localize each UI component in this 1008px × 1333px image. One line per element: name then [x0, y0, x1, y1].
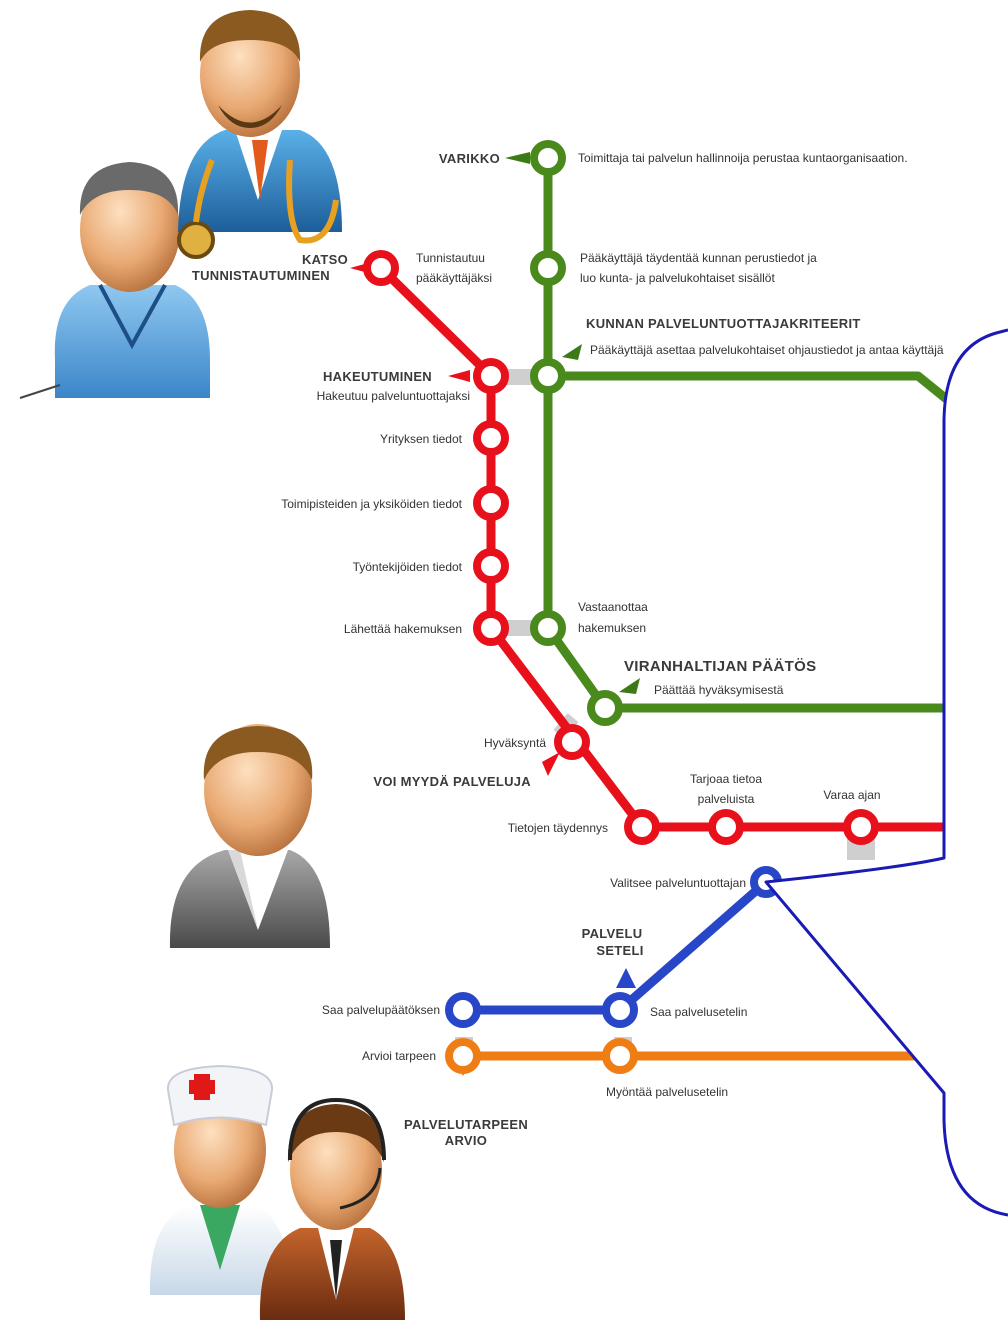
label-saa-seteli: Saa palvelusetelin — [650, 1005, 747, 1019]
label-kriteerit: KUNNAN PALVELUNTUOTTAJAKRITEERIT — [586, 316, 861, 331]
label-katso-2: TUNNISTAUTUMINEN — [192, 268, 330, 283]
station-perustiedot — [530, 250, 566, 286]
label-tarjoaa-1: Tarjoaa tietoa — [690, 772, 762, 786]
label-taydennys: Tietojen täydennys — [508, 821, 608, 835]
label-paatos: VIRANHALTIJAN PÄÄTÖS — [624, 658, 816, 675]
station-saa-seteli — [602, 992, 638, 1028]
label-vastaanottaa-1: Vastaanottaa — [578, 600, 648, 614]
label-myontaa: Myöntää palvelusetelin — [606, 1085, 728, 1099]
label-yritys: Yrityksen tiedot — [380, 432, 463, 446]
label-perustiedot-1: Pääkäyttäjä täydentää kunnan perustiedot… — [580, 251, 817, 265]
label-tarjoaa-2: palveluista — [698, 792, 755, 806]
station-tyontekijat — [473, 548, 509, 584]
station-hyvaksynta — [554, 724, 590, 760]
label-voi-myyda: VOI MYYDÄ PALVELUJA — [373, 774, 531, 789]
station-tunnistautuu — [363, 250, 399, 286]
label-varikko: VARIKKO — [439, 151, 500, 166]
headset-person-icon — [259, 1097, 405, 1320]
label-arvio-2: ARVIO — [445, 1133, 487, 1148]
label-valitsee: Valitsee palveluntuottajan — [610, 876, 746, 890]
station-arvioi — [445, 1038, 481, 1074]
station-varaa — [843, 809, 879, 845]
callout-bubble — [764, 328, 1008, 1217]
nurse-icon — [149, 1064, 290, 1295]
label-varikko-desc: Toimittaja tai palvelun hallinnoija peru… — [578, 151, 908, 165]
station-tarjoaa — [708, 809, 744, 845]
label-tunnistautuu-2: pääkäyttäjäksi — [416, 271, 492, 285]
station-toimipisteet — [473, 485, 509, 521]
label-saa-paatos: Saa palvelupäätöksen — [322, 1003, 440, 1017]
label-tyontekijat: Työntekijöiden tiedot — [353, 560, 463, 574]
station-myontaa — [602, 1038, 638, 1074]
label-vastaanottaa-2: hakemuksen — [578, 621, 646, 635]
station-paatos — [587, 690, 623, 726]
station-lahettaa — [473, 610, 509, 646]
doctor-icon — [177, 10, 342, 259]
label-katso-1: KATSO — [302, 252, 348, 267]
label-hakeutuminen-desc: Hakeutuu palveluntuottajaksi — [317, 389, 470, 403]
person-icon — [169, 724, 330, 948]
station-kriteerit — [530, 358, 566, 394]
person-lanyard-icon — [19, 162, 210, 399]
label-toimipisteet: Toimipisteiden ja yksiköiden tiedot — [281, 497, 462, 511]
label-hakeutuminen: HAKEUTUMINEN — [323, 369, 432, 384]
station-taydennys — [624, 809, 660, 845]
label-tunnistautuu-1: Tunnistautuu — [416, 251, 485, 265]
label-hyvaksynta: Hyväksyntä — [484, 736, 546, 750]
station-saa-paatos — [445, 992, 481, 1028]
station-varikko — [530, 140, 566, 176]
station-yritys — [473, 420, 509, 456]
label-arvio-1: PALVELUTARPEEN — [404, 1117, 528, 1132]
label-perustiedot-2: luo kunta- ja palvelukohtaiset sisällöt — [580, 271, 775, 285]
label-kriteerit-desc: Pääkäyttäjä asettaa palvelukohtaiset ohj… — [590, 343, 944, 357]
label-varaa: Varaa ajan — [823, 788, 880, 802]
station-hakeutuminen — [473, 358, 509, 394]
station-vastaanottaa — [530, 610, 566, 646]
label-lahettaa: Lähettää hakemuksen — [344, 622, 462, 636]
label-seteli-2: SETELI — [596, 943, 643, 958]
label-arvioi: Arvioi tarpeen — [362, 1049, 436, 1063]
label-paatos-desc: Päättää hyväksymisestä — [654, 683, 784, 697]
label-seteli-1: PALVELU — [582, 926, 643, 941]
